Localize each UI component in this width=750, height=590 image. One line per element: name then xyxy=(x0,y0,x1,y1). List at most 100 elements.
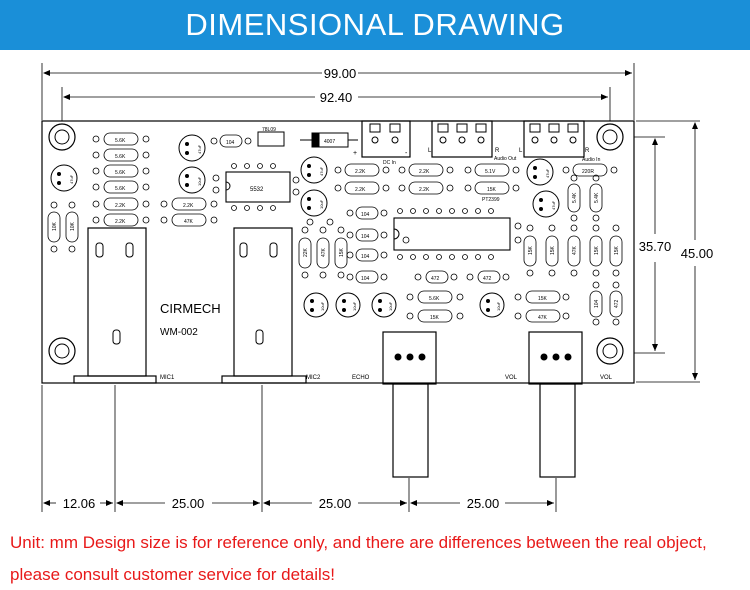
res-56k-1: 5.6K xyxy=(115,138,126,144)
dc-minus-label: - xyxy=(405,150,408,157)
dim-offset-first-label: 12.06 xyxy=(63,496,96,511)
res-56k-m: 5.6K xyxy=(429,296,440,302)
dc-in-label: DC In xyxy=(383,160,396,166)
regulator-78l09 xyxy=(257,131,285,147)
dim-bottom-extensions xyxy=(41,385,557,512)
in-r-label: R xyxy=(585,148,590,154)
dim-pitch-2-label: 25.00 xyxy=(319,496,352,511)
mic1-jack xyxy=(73,227,157,384)
res-15k-b: 15K xyxy=(538,296,548,302)
header-banner xyxy=(0,0,750,50)
res-22k-a: 2.2K xyxy=(115,203,126,209)
mic2-label: MIC2 xyxy=(306,375,321,381)
cap-47uf-3: 47uF xyxy=(319,166,324,176)
dim-pitch-1-label: 25.00 xyxy=(172,496,205,511)
res-15k-v2: 15K xyxy=(528,245,534,255)
res-22k-v1: 22K xyxy=(303,247,309,257)
vol-label: VOL xyxy=(505,375,518,381)
label-51v: 5.1V xyxy=(485,169,496,175)
in-l-label: L xyxy=(519,148,523,154)
note-line-2: please consult customer service for deta… xyxy=(10,565,336,584)
res-10k-b: 10K xyxy=(70,221,76,231)
res-472-3: 472 xyxy=(614,299,620,308)
cap-104-4: 104 xyxy=(361,254,370,260)
cap-10uf-2: 10uF xyxy=(319,199,324,209)
mic1-label: MIC1 xyxy=(160,375,175,381)
dim-pitch-3-label: 25.00 xyxy=(467,496,500,511)
terminal-dc-in xyxy=(361,120,411,158)
dim-overall-width-label: 99.00 xyxy=(324,66,357,81)
echo-label: ECHO xyxy=(352,375,370,381)
res-472-2: 472 xyxy=(483,276,492,282)
res-47k-v2: 47K xyxy=(572,245,578,255)
res-15k-v1: 15K xyxy=(339,247,345,257)
ic-pt2399 xyxy=(393,217,511,251)
res-220r: 220R xyxy=(582,169,594,175)
res-47k-a: 47K xyxy=(184,219,194,225)
diode-4007 xyxy=(300,132,358,148)
cap-10uf-5: 10uF xyxy=(388,301,393,311)
res-15k-v3: 15K xyxy=(550,245,556,255)
pcb-outline xyxy=(41,120,635,384)
resistor-group-mid xyxy=(160,134,252,227)
dim-hole-spacing-width xyxy=(61,87,611,122)
diode-label: 4007 xyxy=(324,139,335,145)
res-22k-b: 2.2K xyxy=(115,219,126,225)
vias xyxy=(212,174,522,244)
out-r-label: R xyxy=(495,148,500,154)
cap-10uf-4: 10uF xyxy=(352,301,357,311)
audio-out-label: Audio Out xyxy=(494,156,517,162)
cap-10uf-6: 10uF xyxy=(496,301,501,311)
mic2-jack xyxy=(221,227,307,384)
terminal-audio-in xyxy=(523,120,585,158)
dim-hole-spacing-width-label: 92.40 xyxy=(320,90,353,105)
res-22k-g: 2.2K xyxy=(419,187,430,193)
dimensional-drawing: 99.00 92.40 35.70 45.00 12. xyxy=(0,50,750,530)
res-56k-4: 5.6K xyxy=(115,186,126,192)
echo-pot xyxy=(382,331,437,478)
cap-10uf-1: 10uF xyxy=(197,176,202,186)
brand-label: CIRMECH xyxy=(160,301,221,316)
resistor-group-left xyxy=(92,132,150,227)
res-54-2: 5.4K xyxy=(594,192,600,203)
res-15k-v4: 15K xyxy=(594,245,600,255)
ic-pt2399-label: PT2399 xyxy=(482,197,500,203)
res-56k-3: 5.6K xyxy=(115,170,126,176)
cap-104-3: 104 xyxy=(361,234,370,240)
res-56k-2: 5.6K xyxy=(115,154,126,160)
mounting-holes xyxy=(48,123,624,365)
model-label: WM-002 xyxy=(160,327,198,338)
regulator-label: 78L09 xyxy=(262,127,276,133)
resistor-group-right-top xyxy=(334,163,618,323)
dim-overall-width xyxy=(41,63,635,120)
capacitor-pins xyxy=(57,142,543,312)
res-22k-e: 2.2K xyxy=(355,187,366,193)
ic-5532 xyxy=(225,171,291,203)
dim-overall-height-label: 45.00 xyxy=(681,246,714,261)
cap-104-5: 104 xyxy=(361,276,370,282)
terminal-audio-out xyxy=(431,120,493,158)
res-54-1: 5.4K xyxy=(572,192,578,203)
audio-in-label: Audio In xyxy=(582,157,601,163)
res-15k-m: 15K xyxy=(430,315,440,321)
cap-47uf-4: 47uF xyxy=(545,168,550,178)
res-15k-a: 15K xyxy=(487,187,497,193)
cap-104-2: 104 xyxy=(361,212,370,218)
ic-5532-label: 5532 xyxy=(250,187,264,193)
cap-104-1: 104 xyxy=(226,140,235,146)
vol-pot xyxy=(528,331,583,478)
cap-47uf-2: 47uF xyxy=(197,144,202,154)
res-22k-d: 2.2K xyxy=(355,169,366,175)
drawing-svg: 99.00 92.40 35.70 45.00 12. xyxy=(41,63,714,512)
res-10k-a: 10K xyxy=(52,221,58,231)
res-47k-v1: 47K xyxy=(321,247,327,257)
cap-10uf-3: 10uF xyxy=(320,301,325,311)
ic-pins xyxy=(231,163,494,260)
cap-47uf-1: 47uF xyxy=(69,174,74,184)
out-l-label: L xyxy=(428,148,432,154)
cap-104-6: 104 xyxy=(594,299,600,308)
res-22k-c: 2.2K xyxy=(183,203,194,209)
res-472-1: 472 xyxy=(431,276,440,282)
dim-overall-height xyxy=(636,120,700,383)
page-title: DIMENSIONAL DRAWING xyxy=(185,7,565,42)
